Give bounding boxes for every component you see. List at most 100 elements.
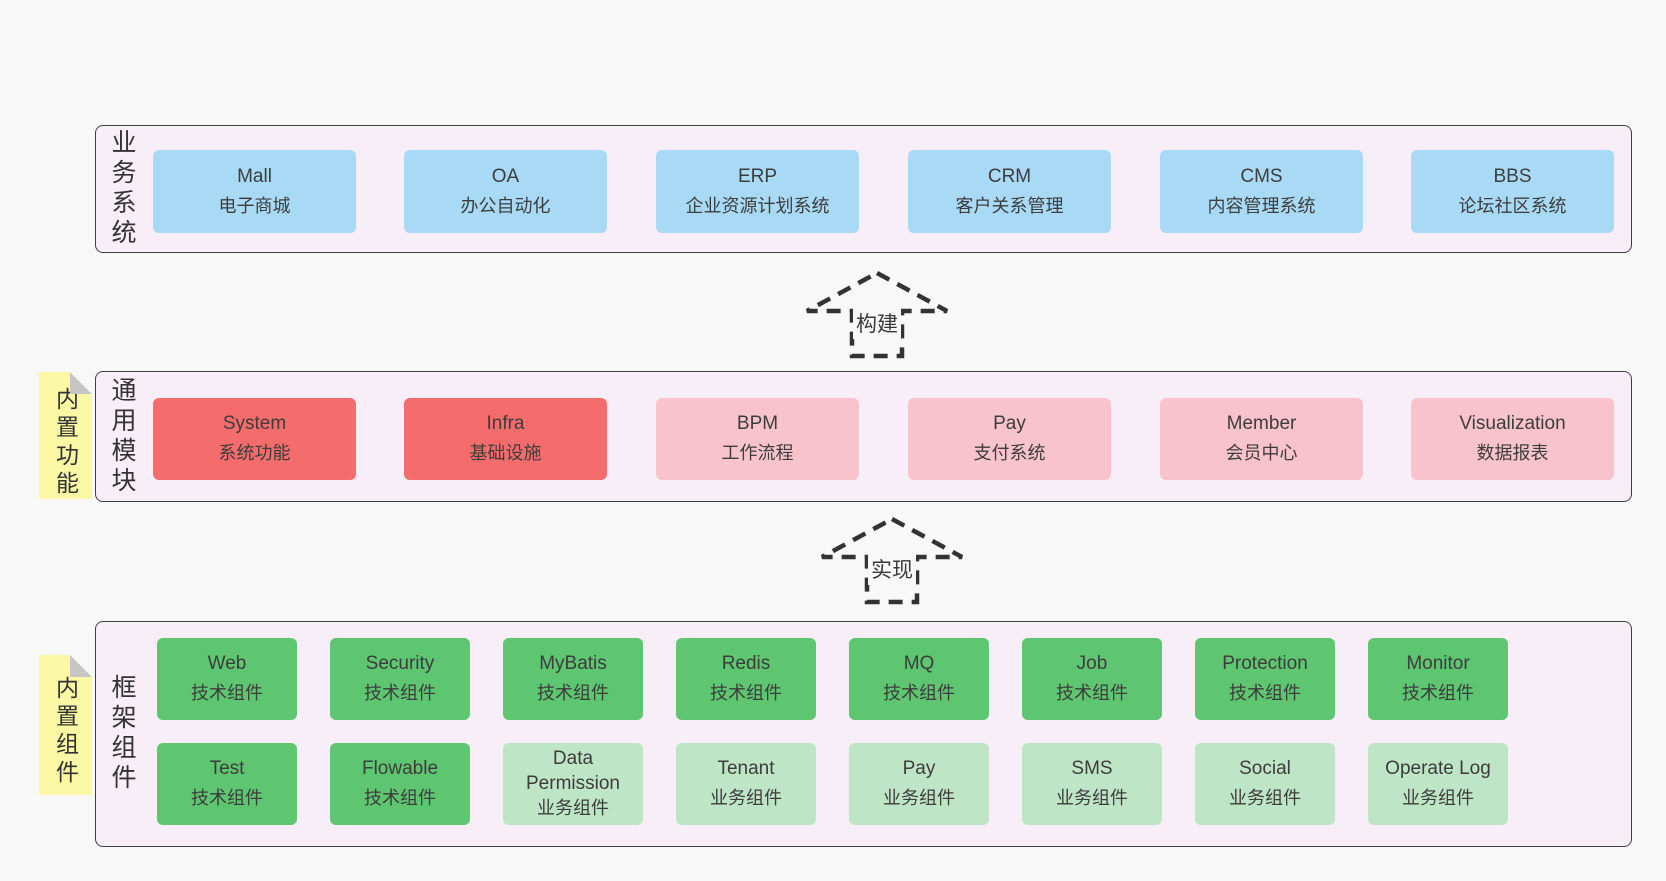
layer-label-business-text: 业务系统	[108, 129, 136, 249]
box-job: Job 技术组件	[1022, 638, 1162, 720]
box-mq: MQ 技术组件	[849, 638, 989, 720]
box-redis-title: Redis	[721, 653, 771, 675]
box-pay-component-title: Pay	[902, 758, 936, 780]
box-oa-title: OA	[491, 165, 520, 187]
box-sms-title: SMS	[1071, 758, 1113, 780]
box-infra-title: Infra	[486, 413, 525, 435]
box-pay-module: Pay 支付系统	[908, 398, 1111, 480]
layer-label-modules: 通用模块	[102, 372, 142, 501]
arrow-build-shape	[805, 270, 949, 359]
box-infra: Infra 基础设施	[404, 398, 607, 480]
box-protection: Protection 技术组件	[1195, 638, 1335, 720]
arrow-implement-shape	[820, 516, 964, 605]
box-security: Security 技术组件	[330, 638, 470, 720]
box-sms-subtitle: 业务组件	[1056, 788, 1128, 809]
box-monitor: Monitor 技术组件	[1368, 638, 1508, 720]
box-mall-title: Mall	[237, 165, 272, 187]
box-social: Social 业务组件	[1195, 743, 1335, 825]
box-redis: Redis 技术组件	[676, 638, 816, 720]
layer-label-components-text: 框架组件	[108, 674, 136, 794]
box-mq-subtitle: 技术组件	[883, 683, 955, 704]
box-web-subtitle: 技术组件	[191, 683, 263, 704]
box-job-title: Job	[1076, 653, 1108, 675]
box-web-title: Web	[207, 653, 247, 675]
box-bbs-subtitle: 论坛社区系统	[1458, 195, 1567, 216]
box-cms-title: CMS	[1240, 165, 1283, 187]
box-mybatis-subtitle: 技术组件	[537, 683, 609, 704]
box-data-permission: Data Permission 业务组件	[503, 743, 643, 825]
box-cms-subtitle: 内容管理系统	[1207, 195, 1316, 216]
box-operate-log-subtitle: 业务组件	[1402, 788, 1474, 809]
box-visualization-title: Visualization	[1459, 413, 1566, 435]
box-test-subtitle: 技术组件	[191, 788, 263, 809]
arrow-build-label: 构建	[853, 307, 901, 339]
box-infra-subtitle: 基础设施	[469, 443, 542, 464]
layer-label-modules-text: 通用模块	[108, 376, 136, 497]
box-operate-log-title: Operate Log	[1385, 758, 1491, 780]
box-crm-subtitle: 客户关系管理	[955, 195, 1064, 216]
box-visualization-subtitle: 数据报表	[1476, 443, 1549, 464]
box-visualization: Visualization 数据报表	[1411, 398, 1614, 480]
box-crm: CRM 客户关系管理	[908, 150, 1111, 233]
box-mall: Mall 电子商城	[153, 150, 356, 233]
box-system-title: System	[222, 413, 287, 435]
box-mall-subtitle: 电子商城	[218, 195, 291, 216]
box-cms: CMS 内容管理系统	[1160, 150, 1363, 233]
box-mq-title: MQ	[903, 653, 935, 675]
box-erp-title: ERP	[737, 165, 778, 187]
box-monitor-subtitle: 技术组件	[1402, 683, 1474, 704]
arrow-build: 构建	[797, 266, 957, 362]
sticky-note-builtin-components-text: 内置组件	[52, 676, 79, 788]
box-web: Web 技术组件	[157, 638, 297, 720]
box-member-subtitle: 会员中心	[1225, 443, 1298, 464]
box-data-permission-subtitle: 业务组件	[537, 798, 609, 819]
layer-label-business: 业务系统	[102, 126, 142, 252]
arrow-implement: 实现	[812, 512, 972, 608]
box-bpm-subtitle: 工作流程	[721, 443, 794, 464]
box-job-subtitle: 技术组件	[1056, 683, 1128, 704]
box-erp-subtitle: 企业资源计划系统	[685, 195, 830, 216]
box-pay-component: Pay 业务组件	[849, 743, 989, 825]
box-monitor-title: Monitor	[1406, 653, 1470, 675]
box-security-title: Security	[365, 653, 435, 675]
sticky-note-builtin-components: 内置组件	[39, 655, 92, 795]
box-sms: SMS 业务组件	[1022, 743, 1162, 825]
box-tenant: Tenant 业务组件	[676, 743, 816, 825]
box-social-title: Social	[1239, 758, 1291, 780]
box-pay-module-title: Pay	[993, 413, 1026, 435]
box-oa-subtitle: 办公自动化	[460, 195, 551, 216]
box-flowable-title: Flowable	[361, 758, 439, 780]
box-data-permission-title: Data Permission	[526, 748, 620, 794]
box-pay-component-subtitle: 业务组件	[883, 788, 955, 809]
box-flowable: Flowable 技术组件	[330, 743, 470, 825]
box-system-subtitle: 系统功能	[218, 443, 291, 464]
box-social-subtitle: 业务组件	[1229, 788, 1301, 809]
box-bpm-title: BPM	[736, 413, 779, 435]
box-operate-log: Operate Log 业务组件	[1368, 743, 1508, 825]
sticky-note-builtin-features-text: 内置功能	[52, 386, 79, 499]
box-crm-title: CRM	[987, 165, 1032, 187]
box-erp: ERP 企业资源计划系统	[656, 150, 859, 233]
box-member: Member 会员中心	[1160, 398, 1363, 480]
box-bbs-title: BBS	[1493, 165, 1532, 187]
layer-label-components: 框架组件	[102, 622, 142, 846]
box-redis-subtitle: 技术组件	[710, 683, 782, 704]
box-mybatis: MyBatis 技术组件	[503, 638, 643, 720]
box-bbs: BBS 论坛社区系统	[1411, 150, 1614, 233]
box-mybatis-title: MyBatis	[539, 653, 607, 675]
box-tenant-subtitle: 业务组件	[710, 788, 782, 809]
box-oa: OA 办公自动化	[404, 150, 607, 233]
box-test-title: Test	[209, 758, 245, 780]
box-protection-title: Protection	[1222, 653, 1308, 675]
box-pay-module-subtitle: 支付系统	[973, 443, 1046, 464]
box-system: System 系统功能	[153, 398, 356, 480]
box-flowable-subtitle: 技术组件	[364, 788, 436, 809]
box-member-title: Member	[1226, 413, 1297, 435]
sticky-note-builtin-features: 内置功能	[39, 372, 92, 499]
box-bpm: BPM 工作流程	[656, 398, 859, 480]
arrow-implement-label: 实现	[868, 553, 916, 585]
box-tenant-title: Tenant	[717, 758, 775, 780]
box-test: Test 技术组件	[157, 743, 297, 825]
box-protection-subtitle: 技术组件	[1229, 683, 1301, 704]
